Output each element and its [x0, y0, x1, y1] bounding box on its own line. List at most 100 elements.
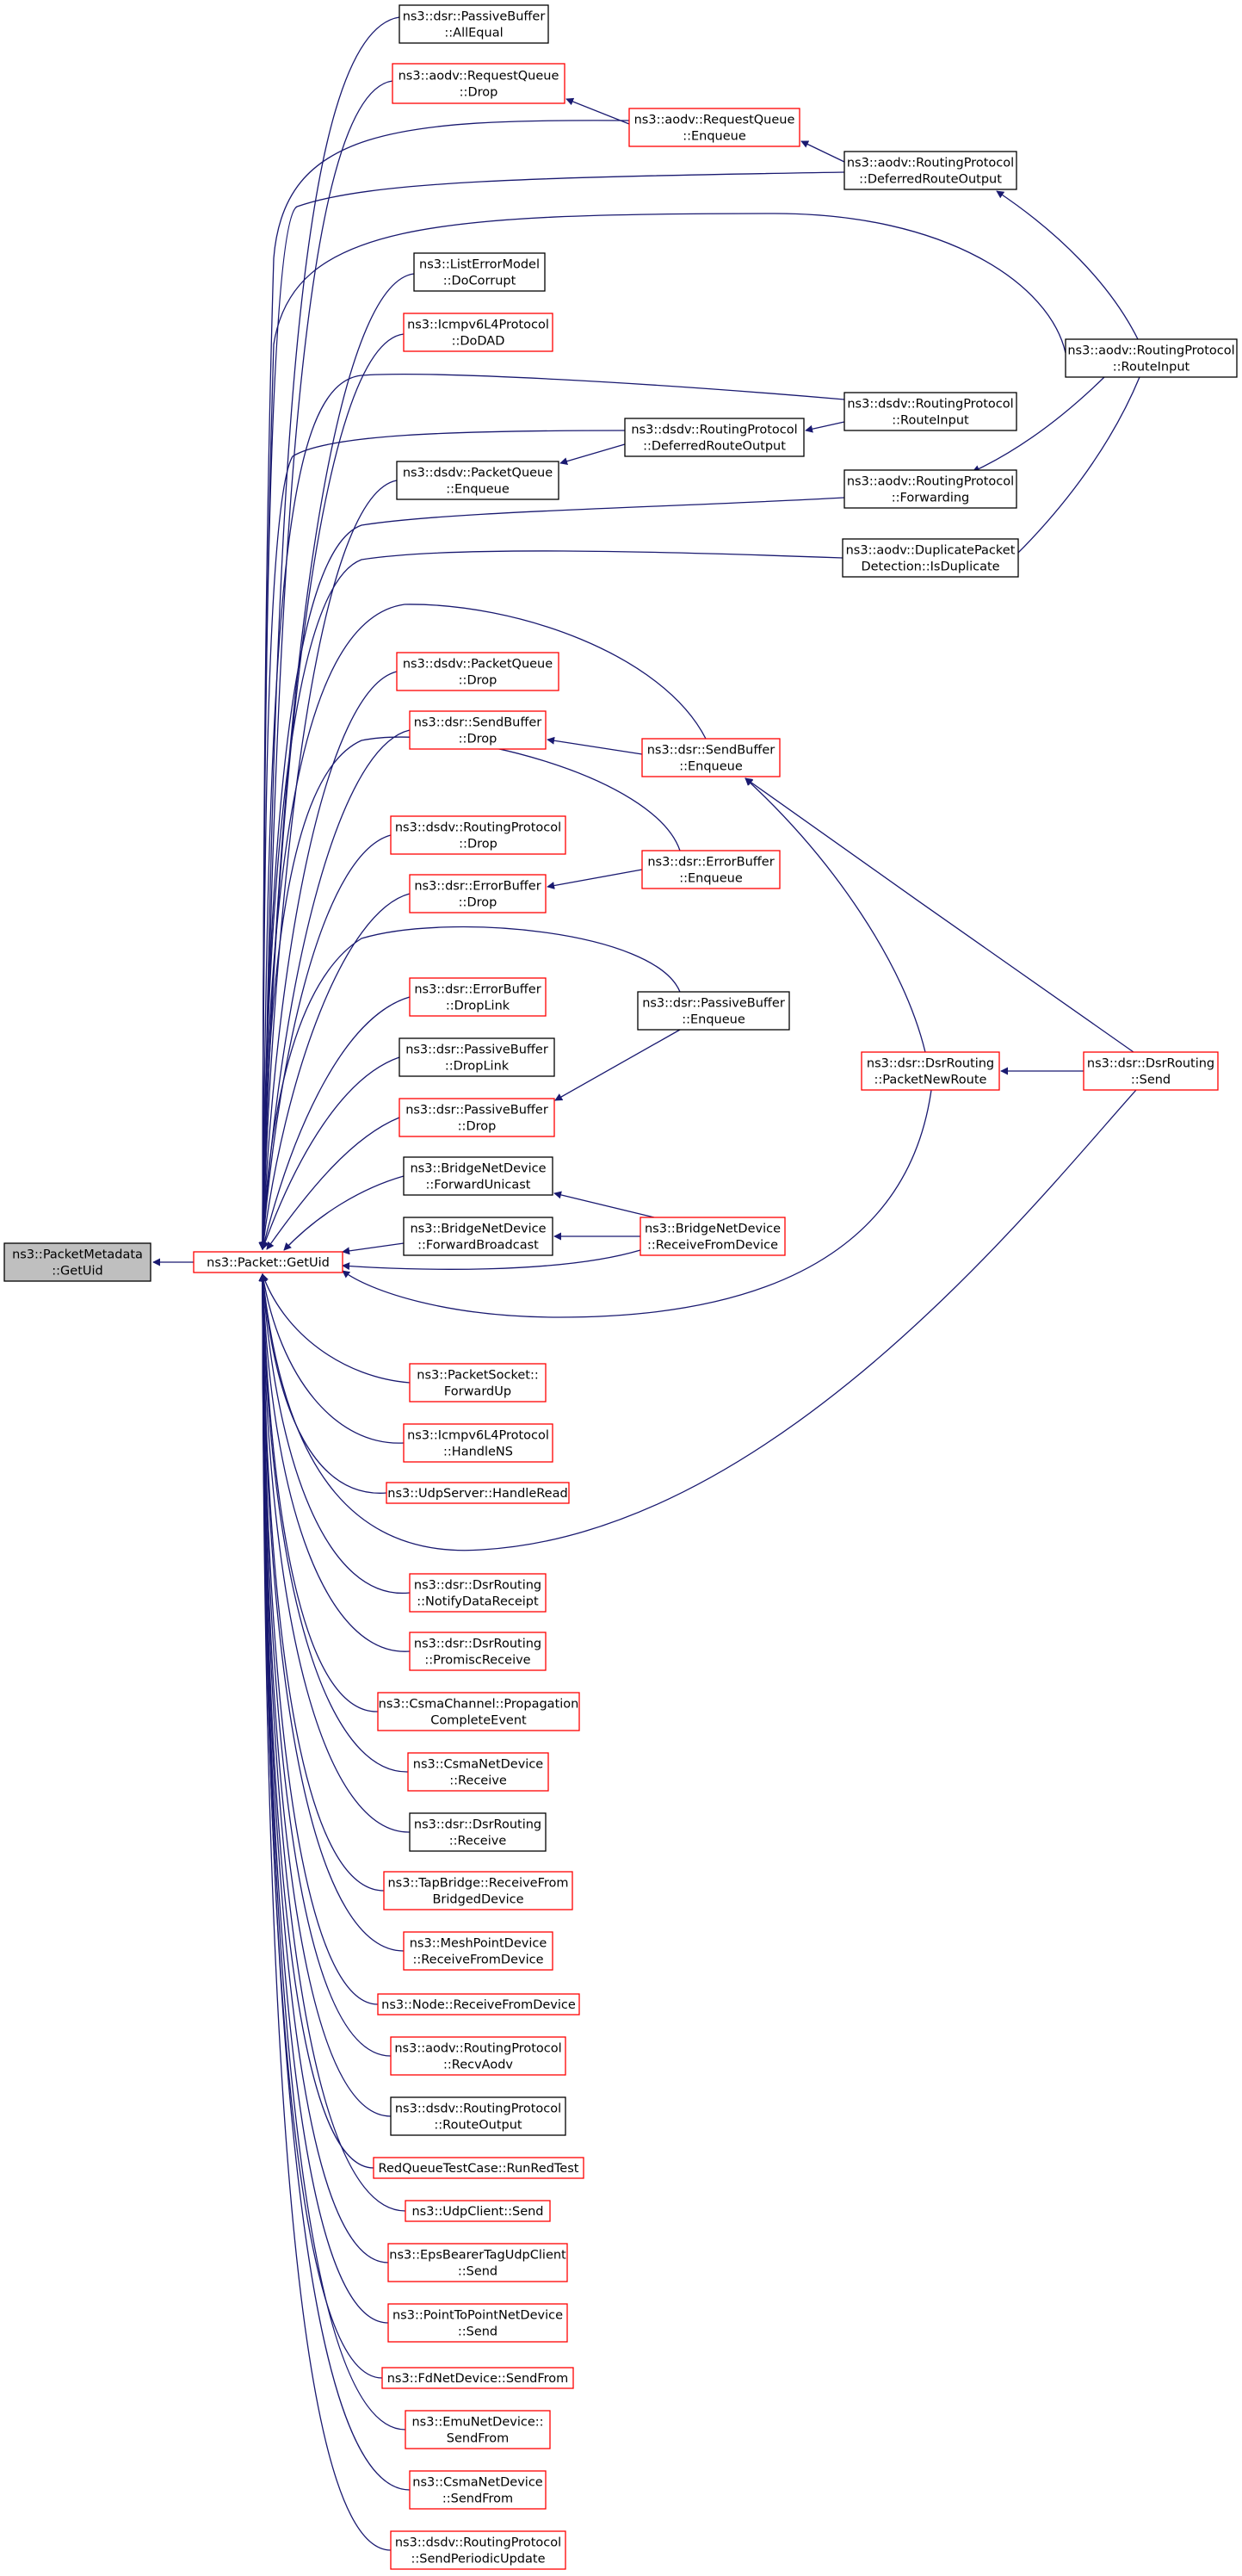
node-label: ns3::dsr::ErrorBuffer — [647, 856, 774, 870]
graph-node-n23[interactable]: ns3::MeshPointDevice::ReceiveFromDevice — [403, 1931, 553, 1971]
node-label: ns3::CsmaChannel::Propagation — [379, 1698, 579, 1712]
graph-node-dsdv_ri[interactable]: ns3::dsdv::RoutingProtocol::RouteInput — [843, 392, 1017, 431]
node-box — [842, 538, 1019, 578]
node-label: ns3::CsmaNetDevice — [412, 2476, 543, 2490]
graph-node-n27[interactable]: RedQueueTestCase::RunRedTest — [373, 2157, 584, 2179]
graph-node-aodv_dro[interactable]: ns3::aodv::RoutingProtocol::DeferredRout… — [843, 151, 1017, 190]
node-label: ns3::dsr::PassiveBuffer — [405, 1104, 548, 1118]
graph-node-n10[interactable]: ns3::dsr::PassiveBuffer::DropLink — [399, 1037, 555, 1077]
graph-node-n20[interactable]: ns3::CsmaNetDevice::Receive — [407, 1752, 549, 1792]
call-edge-aodv_ri-to-dpd — [994, 376, 1140, 576]
node-label: ::Drop — [460, 86, 498, 100]
node-label: ns3::dsdv::RoutingProtocol — [631, 424, 797, 437]
edge-layer — [152, 16, 1140, 2551]
node-label: ::Send — [1131, 1074, 1171, 1087]
graph-node-eb_enq[interactable]: ns3::dsr::ErrorBuffer::Enqueue — [641, 850, 781, 889]
graph-node-n21[interactable]: ns3::dsr::DsrRouting::Receive — [409, 1812, 547, 1852]
node-box — [396, 652, 559, 691]
node-label: ns3::dsdv::RoutingProtocol — [395, 2536, 561, 2550]
node-label: ns3::dsr::DsrRouting — [867, 1057, 994, 1071]
node-label: ::ReceiveFromDevice — [647, 1239, 778, 1253]
node-box — [641, 850, 781, 889]
graph-node-n29[interactable]: ns3::EpsBearerTagUdpClient::Send — [387, 2243, 568, 2282]
graph-node-n5[interactable]: ns3::dsdv::PacketQueue::Drop — [396, 652, 559, 691]
node-label: SendFrom — [447, 2432, 509, 2446]
graph-node-n26[interactable]: ns3::dsdv::RoutingProtocol::RouteOutput — [390, 2096, 566, 2136]
graph-node-dsdv_dro[interactable]: ns3::dsdv::RoutingProtocol::DeferredRout… — [624, 418, 805, 457]
call-edge-n8-to-getuid — [259, 893, 411, 1250]
call-edge-n18-to-getuid — [258, 1273, 411, 1652]
node-label: ::Enqueue — [679, 760, 743, 774]
node-box — [405, 2200, 551, 2222]
graph-node-n0[interactable]: ns3::dsr::PassiveBuffer::AllEqual — [399, 4, 549, 44]
graph-node-sb_enq[interactable]: ns3::dsr::SendBuffer::Enqueue — [641, 738, 781, 777]
node-label: ns3::UdpClient::Send — [411, 2205, 543, 2219]
node-box — [399, 1098, 555, 1137]
node-label: ns3::dsr::DsrRouting — [414, 1818, 541, 1832]
graph-node-bnd_rfd[interactable]: ns3::BridgeNetDevice::ReceiveFromDevice — [640, 1217, 786, 1256]
node-box — [403, 313, 553, 352]
node-box — [390, 815, 566, 855]
node-box — [843, 392, 1017, 431]
node-box — [861, 1051, 1000, 1091]
graph-node-n8[interactable]: ns3::dsr::ErrorBuffer::Drop — [409, 874, 547, 913]
call-edge-n21-to-getuid — [258, 1273, 411, 1833]
node-label: ::ForwardUnicast — [425, 1179, 530, 1192]
graph-node-n18[interactable]: ns3::dsr::DsrRouting::PromiscReceive — [409, 1632, 547, 1671]
graph-node-n17[interactable]: ns3::dsr::DsrRouting::NotifyDataReceipt — [409, 1573, 547, 1613]
graph-node-n3[interactable]: ns3::Icmpv6L4Protocol::DoDAD — [403, 313, 553, 352]
node-box — [843, 151, 1017, 190]
call-edge-dsdv_ri-to-dsdv_dro — [805, 421, 845, 433]
graph-node-n31[interactable]: ns3::FdNetDevice::SendFrom — [381, 2367, 574, 2389]
node-box — [403, 1931, 553, 1971]
graph-node-dsr_send[interactable]: ns3::dsr::DsrRouting::Send — [1083, 1051, 1219, 1091]
call-edge-n11-to-getuid — [266, 1117, 400, 1250]
node-label: ::Enqueue — [682, 1013, 745, 1027]
graph-node-n1[interactable]: ns3::aodv::RequestQueue::Drop — [392, 63, 565, 104]
graph-node-aodv_fwd[interactable]: ns3::aodv::RoutingProtocol::Forwarding — [843, 469, 1017, 509]
node-label: ns3::dsr::DsrRouting — [1087, 1057, 1214, 1071]
node-box — [624, 418, 805, 457]
node-box — [403, 1156, 553, 1196]
call-edge-n4-to-getuid — [258, 480, 398, 1250]
call-edge-dsr_send-to-sb_enq — [745, 777, 1134, 1053]
graph-node-n7[interactable]: ns3::dsdv::RoutingProtocol::Drop — [390, 815, 566, 855]
graph-node-getuid[interactable]: ns3::Packet::GetUid — [193, 1251, 343, 1273]
graph-node-n25[interactable]: ns3::aodv::RoutingProtocol::RecvAodv — [390, 2036, 566, 2076]
node-label: ::SendFrom — [442, 2492, 513, 2506]
node-label: ns3::dsdv::RoutingProtocol — [395, 2102, 561, 2116]
graph-node-n11[interactable]: ns3::dsr::PassiveBuffer::Drop — [399, 1098, 555, 1137]
call-edge-eb_enq-to-n8 — [547, 869, 643, 889]
graph-node-dpd[interactable]: ns3::aodv::DuplicatePacketDetection::IsD… — [842, 538, 1019, 578]
node-label: BridgedDevice — [432, 1893, 523, 1907]
node-label: ns3::BridgeNetDevice — [645, 1223, 781, 1236]
graph-node-n28[interactable]: ns3::UdpClient::Send — [405, 2200, 551, 2222]
graph-node-n9[interactable]: ns3::dsr::ErrorBuffer::DropLink — [409, 977, 547, 1017]
graph-node-n4[interactable]: ns3::dsdv::PacketQueue::Enqueue — [396, 461, 559, 500]
graph-node-n16[interactable]: ns3::UdpServer::HandleRead — [386, 1482, 570, 1504]
node-label: ns3::FdNetDevice::SendFrom — [387, 2372, 569, 2386]
graph-node-pb_enq[interactable]: ns3::dsr::PassiveBuffer::Enqueue — [637, 991, 790, 1031]
graph-node-n15[interactable]: ns3::Icmpv6L4Protocol::HandleNS — [403, 1423, 553, 1463]
graph-node-n6[interactable]: ns3::dsr::SendBuffer::Drop — [409, 710, 547, 750]
graph-node-n2[interactable]: ns3::ListErrorModel::DoCorrupt — [413, 252, 546, 292]
graph-node-n13[interactable]: ns3::BridgeNetDevice::ForwardBroadcast — [403, 1217, 553, 1256]
graph-node-n12[interactable]: ns3::BridgeNetDevice::ForwardUnicast — [403, 1156, 553, 1196]
node-label: ns3::Node::ReceiveFromDevice — [381, 1998, 576, 2012]
graph-node-n30[interactable]: ns3::PointToPointNetDevice::Send — [387, 2303, 568, 2343]
graph-node-n14[interactable]: ns3::PacketSocket::ForwardUp — [409, 1363, 547, 1403]
graph-node-n19[interactable]: ns3::CsmaChannel::PropagationCompleteEve… — [377, 1692, 580, 1731]
graph-node-n34[interactable]: ns3::dsdv::RoutingProtocol::SendPeriodic… — [390, 2530, 566, 2570]
node-box — [396, 461, 559, 500]
node-label: ns3::Icmpv6L4Protocol — [407, 319, 549, 332]
node-box — [373, 2157, 584, 2179]
graph-node-pnr[interactable]: ns3::dsr::DsrRouting::PacketNewRoute — [861, 1051, 1000, 1091]
node-label: ::GetUid — [52, 1265, 102, 1279]
graph-node-rq_enq[interactable]: ns3::aodv::RequestQueue::Enqueue — [628, 108, 800, 147]
graph-node-n32[interactable]: ns3::EmuNetDevice::SendFrom — [405, 2410, 551, 2449]
graph-node-n24[interactable]: ns3::Node::ReceiveFromDevice — [377, 1993, 580, 2016]
graph-node-aodv_ri[interactable]: ns3::aodv::RoutingProtocol::RouteInput — [1065, 338, 1238, 378]
graph-node-n33[interactable]: ns3::CsmaNetDevice::SendFrom — [409, 2470, 547, 2510]
call-edge-eb_enq-to-getuid — [258, 736, 681, 1250]
